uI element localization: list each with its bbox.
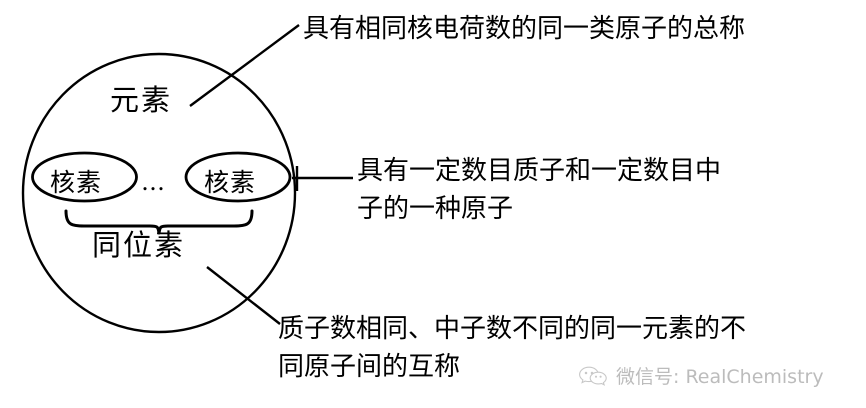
nuclide-label-right: 核素 — [204, 168, 257, 197]
annotation-nuclide-definition: 具有一定数目质子和一定数目中 子的一种原子 — [357, 156, 722, 224]
isotope-brace — [64, 209, 254, 235]
annotation-isotope-definition: 质子数相同、中子数不同的同一元素的不 同原子间的互称 — [278, 314, 747, 382]
nuclide-label-left: 核素 — [50, 168, 103, 197]
wechat-icon — [579, 366, 607, 386]
nuclide-ellipse-left — [31, 151, 138, 203]
watermark: 微信号: RealChemistry — [578, 362, 824, 389]
leader-line-bottom — [206, 266, 281, 325]
nuclide-ellipse-right — [184, 151, 292, 203]
isotope-label: 同位素 — [92, 228, 186, 262]
leader-line-top — [189, 24, 300, 107]
ellipsis-label: … — [141, 168, 168, 196]
element-label: 元素 — [110, 83, 173, 117]
annotation-element-definition: 具有相同核电荷数的同一类原子的总称 — [303, 14, 746, 44]
element-circle — [21, 52, 297, 334]
watermark-text: 微信号: RealChemistry — [616, 366, 824, 388]
